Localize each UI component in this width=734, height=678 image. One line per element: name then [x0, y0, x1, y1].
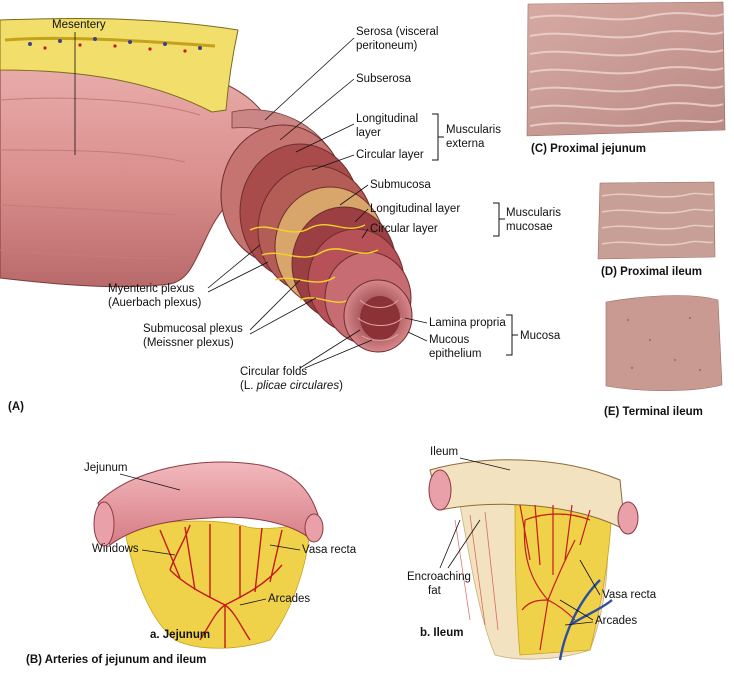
- label-mm-longitudinal: Longitudinal layer: [370, 203, 460, 215]
- label-submucosal-plexus: Submucosal plexus: [143, 323, 243, 335]
- panel-c-proximal-jejunum: (C) Proximal jejunum: [526, 1, 726, 155]
- panel-a-labels: Mesentery Serosa (visceral peritoneum) S…: [8, 19, 561, 413]
- panel-d-proximal-ileum: (D) Proximal ileum: [597, 181, 716, 278]
- jejunum-mesentery-fat: [124, 520, 311, 649]
- label-mucous-epithelium: Mucous: [429, 334, 470, 346]
- panel-e-terminal-ileum: (E) Terminal ileum: [604, 295, 723, 418]
- panel-b-jejunum: Jejunum Windows Vasa recta Arcades a. Je…: [26, 461, 357, 666]
- label-arcades-ileum: Arcades: [595, 615, 637, 627]
- label-windows: Windows: [92, 543, 139, 555]
- label-myenteric-plexus-2: (Auerbach plexus): [108, 297, 201, 309]
- label-mm-circular: Circular layer: [370, 223, 438, 235]
- caption-panel-b: (B) Arteries of jejunum and ileum: [26, 654, 206, 666]
- label-serosa: Serosa (visceral: [356, 26, 438, 38]
- label-muscularis-mucosae: Muscularis: [506, 207, 561, 219]
- label-circular-folds: Circular folds: [240, 366, 307, 378]
- label-panel-a-letter: (A): [8, 401, 24, 413]
- label-submucosal-plexus-2: (Meissner plexus): [143, 337, 234, 349]
- label-longitudinal-layer-2: layer: [356, 127, 381, 139]
- label-jejunum: Jejunum: [84, 462, 127, 474]
- label-circular-folds-2: (L. plicae circulares): [240, 380, 343, 392]
- label-vasa-recta-ileum: Vasa recta: [602, 589, 657, 601]
- label-encroaching-fat: Encroaching: [407, 571, 471, 583]
- panel-a-intestine-wall: [0, 17, 413, 353]
- label-longitudinal-layer: Longitudinal: [356, 113, 418, 125]
- label-muscularis-mucosae-2: mucosae: [506, 221, 553, 233]
- ileum-arteries: [519, 504, 591, 651]
- label-ileum: Ileum: [430, 446, 458, 458]
- label-submucosa: Submucosa: [370, 179, 431, 191]
- ileum-veins: [558, 579, 613, 661]
- panel-b-ileum: Ileum Encroaching fat Vasa recta Arcades…: [407, 446, 657, 661]
- title-ileum: b. Ileum: [420, 627, 463, 639]
- label-mucous-epithelium-2: epithelium: [429, 348, 481, 360]
- label-encroaching-fat-2: fat: [428, 585, 442, 597]
- label-vasa-recta-jejunum: Vasa recta: [302, 544, 357, 556]
- label-serosa-2: peritoneum): [356, 40, 418, 52]
- label-arcades-jejunum: Arcades: [268, 593, 310, 605]
- label-lamina-propria: Lamina propria: [429, 317, 506, 329]
- caption-proximal-jejunum: (C) Proximal jejunum: [531, 143, 646, 155]
- title-jejunum: a. Jejunum: [150, 629, 210, 641]
- label-mesentery: Mesentery: [52, 19, 106, 31]
- label-muscularis-externa-2: externa: [446, 138, 485, 150]
- label-subserosa: Subserosa: [356, 73, 412, 85]
- label-muscularis-externa: Muscularis: [446, 124, 501, 136]
- label-myenteric-plexus: Myenteric plexus: [108, 283, 195, 295]
- label-circular-layer: Circular layer: [356, 149, 424, 161]
- label-mucosa: Mucosa: [520, 330, 561, 342]
- caption-terminal-ileum: (E) Terminal ileum: [604, 406, 703, 418]
- caption-proximal-ileum: (D) Proximal ileum: [601, 266, 702, 278]
